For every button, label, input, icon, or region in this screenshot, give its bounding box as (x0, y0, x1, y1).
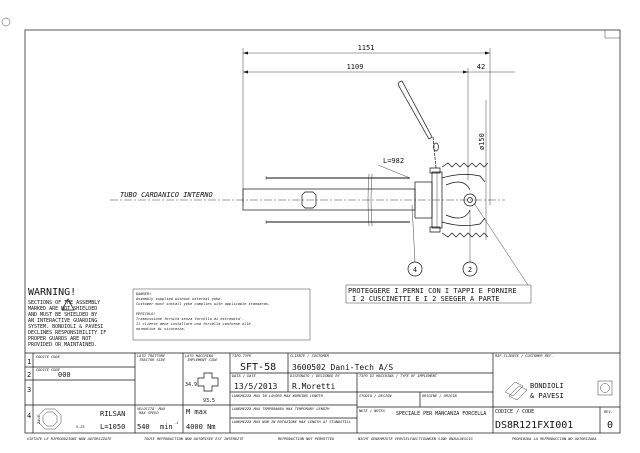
row-number: 4 (27, 412, 31, 420)
max-working-length-label: LUNGHEZZA MAX IN LAVORO MAX WORKING LENG… (232, 394, 324, 398)
danger-line: Assembly supplied without external yoke. (135, 297, 223, 301)
row-code-label: CODICE CODE (36, 355, 61, 359)
notes-value: SPECIALE PER MANCANZA FORCELLA (396, 411, 486, 417)
safety-chain (398, 80, 439, 169)
date-value: 13/5/2013 (234, 382, 278, 391)
rev-value: 0 (607, 420, 613, 431)
cross-journal-icon (197, 372, 219, 392)
torque-value: 4000 Nm (186, 423, 216, 431)
row-number: 1 (27, 358, 31, 366)
warning-line: AN INTERACTIVE GUARDING (28, 318, 97, 324)
warning-text: SECTIONS OF THE ASSEMBLY MARKED ARE NOT … (28, 300, 106, 348)
implement-side-label: LATO MACCHINA IMPLEMENT SIDE (185, 354, 218, 362)
rev-label: REV. (604, 410, 613, 414)
footer-copyright: VIETATE LE RIPRODUZIONI NON AUTORIZZATE … (27, 437, 596, 441)
punch-hole-mark (1, 17, 11, 27)
profile-height: 21.7 (37, 415, 41, 424)
title-block-grid (25, 352, 620, 433)
profile-thickness: 5.25 (76, 425, 85, 429)
inner-tube (242, 173, 416, 227)
logo-text: BONDIOLI (530, 382, 564, 390)
balloon-4-label: 4 (413, 266, 417, 274)
dim-overall: 1151 (358, 44, 375, 52)
warning-line: SYSTEM. BONDIOLI & PAVESI (28, 324, 103, 330)
footer-text: NICHT GENEHMIGTE VERVIELFAELTIGUNGEN SIN… (357, 437, 474, 441)
row-number: 2 (27, 371, 31, 379)
profile-length: L=1050 (100, 423, 125, 431)
footer-text: VIETATE LE RIPRODUZIONI NON AUTORIZZATE (27, 437, 112, 441)
note-line-2: I 2 CUSCINETTI E I 2 SEEGER A PARTE (352, 295, 500, 303)
designer-value: R.Moretti (292, 382, 336, 391)
tube-label: TUBO CARDANICO INTERNO (120, 191, 213, 199)
type-label: TIPO-TYPE (232, 354, 252, 358)
date-label: DATA / DATE (231, 374, 257, 378)
speed-label: VELOCITA' MAX MAX SPEED (137, 407, 166, 415)
danger-line: Trasmissione fornita senza forcella di e… (136, 317, 244, 321)
danger-line: Il cliente deve installare una forcella … (136, 322, 251, 326)
warning-line: PROVIDED OR MAINTAINED. (28, 342, 97, 348)
warning-line: AND MUST BE SHIELDED BY (28, 312, 97, 318)
torque-label: M max (186, 408, 207, 416)
note-box (345, 284, 532, 304)
tube-profile-icon (38, 408, 62, 430)
danger-box (132, 288, 311, 341)
cross-dim-b: 93.5 (203, 398, 215, 404)
danger-line: PERICOLO! (136, 312, 155, 316)
logo-text: & PAVESI (530, 392, 564, 400)
dim-tube: 1109 (347, 63, 364, 71)
drawing-frame (24, 29, 621, 434)
balloon-2-label: 2 (468, 266, 472, 274)
tractor-side-label: LATO TRATTORE TRACTOR SIDE (137, 354, 166, 362)
warning-line: DECLINES RESPONSIBILITY IF (28, 330, 106, 336)
max-standstill-length-label: LUNGHEZZA MAX NON IN ROTAZIONE MAX LENGT… (232, 420, 351, 424)
cross-dim-a: 34.9 (185, 382, 197, 388)
warning-line: SECTIONS OF THE ASSEMBLY (28, 300, 100, 306)
customer-ref-label: RIF.CLIENTE / CUSTOMER REF. (495, 354, 553, 358)
corner-mark (604, 30, 620, 39)
origin-label: ORIGINE / ORIGIN (422, 394, 457, 398)
speed-value: 540 (137, 423, 150, 431)
code-value: DS8R121FXI001 (495, 420, 573, 431)
warning-title: WARNING! (28, 287, 76, 298)
danger-line: DANGER! (135, 292, 151, 296)
row-number: 3 (27, 386, 31, 394)
bondioli-pavesi-logo: BONDIOLI & PAVESI (504, 380, 613, 401)
speed-unit: min (160, 423, 173, 431)
machine-type-label: TIPO DI MACCHINA / TYPE OF IMPLEMENT (359, 374, 438, 378)
client-label: CLIENTE / CUSTOMER (290, 354, 330, 358)
row-code: 000 (58, 371, 71, 379)
designer-label: DISEGNATO / DESIGNED BY (289, 374, 341, 378)
max-temporary-length-label: LUNGHEZZA MAX TEMPORANEA MAX TEMPORARY L… (232, 407, 330, 411)
warning-triangle-icon (61, 298, 75, 311)
note-line-1: PROTEGGERE I PERNI CON I TAPPI E FORNIRE (348, 287, 517, 295)
title-block-rows: 1 CODICE CODE 2 CODICE CODE 000 3 4 (27, 355, 71, 420)
client-value: 3600502 Dani-Tech A/S (292, 363, 393, 372)
length-leader (377, 164, 411, 179)
dim-offset: 42 (477, 63, 485, 71)
warning-line: PROPER GUARDS ARE NOT (28, 336, 91, 342)
danger-text: DANGER! Assembly supplied without extern… (135, 292, 270, 331)
speed-exponent: -1 (174, 421, 178, 425)
dim-length: L=982 (383, 157, 404, 165)
balloon-2 (462, 261, 478, 277)
profile-material: RILSAN (100, 410, 125, 418)
footer-text: PROHIBIDA LA REPRODUCCION NO AUTORIZADA (512, 437, 596, 441)
type-value: SFT-58 (240, 362, 276, 373)
footer-text: TOUTE REPRODUCTION NON AUTORISEE EST INT… (144, 437, 244, 441)
danger-line: Customer must install yoke complies with… (136, 302, 270, 306)
danger-line: normative di sicurezza. (136, 327, 186, 331)
notes-label: NOTE / NOTES (358, 409, 386, 413)
footer-text: REPRODUCTION NOT PERMITTED (278, 437, 334, 441)
dimension-lines (242, 48, 515, 240)
code-label: CODICE / CODE (495, 409, 534, 415)
studio-label: STUDIO / DESIGN (359, 394, 392, 398)
dim-diameter: ø150 (478, 133, 486, 150)
row-code-label: CODICE CODE (36, 368, 61, 372)
balloon-4 (407, 261, 423, 277)
yoke-assembly (414, 162, 489, 238)
